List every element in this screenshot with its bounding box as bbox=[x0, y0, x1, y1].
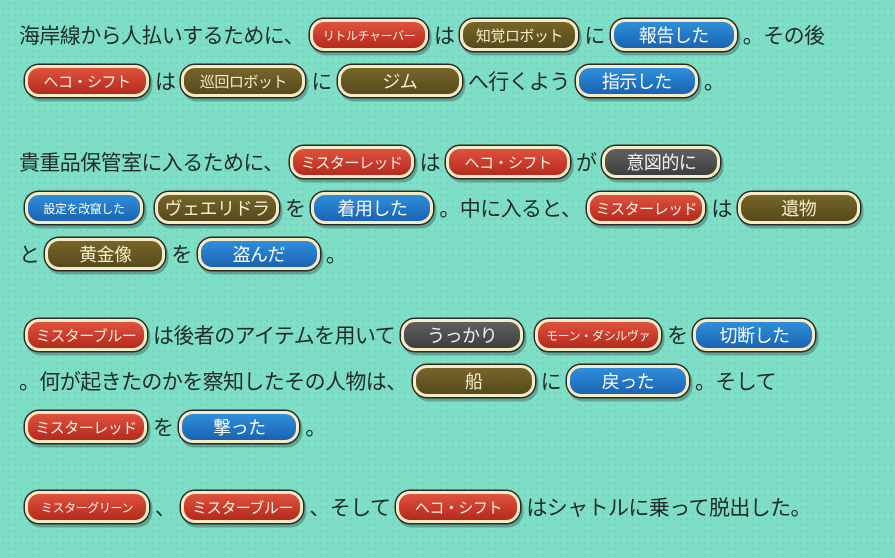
object-chip[interactable]: 黄金像 bbox=[45, 238, 166, 270]
story-line: ミスターグリーン 、 ミスターブルー 、そして ヘコ・シフト はシャトルに乗って… bbox=[19, 487, 812, 527]
manner-chip[interactable]: 意図的に bbox=[602, 146, 721, 178]
object-chip[interactable]: ヴェエリドラ bbox=[155, 192, 279, 224]
action-chip[interactable]: 指示した bbox=[575, 65, 698, 97]
character-chip[interactable]: ミスターレッド bbox=[289, 146, 414, 178]
character-chip[interactable]: ミスターグリーン bbox=[25, 491, 149, 523]
story-text: は bbox=[711, 197, 732, 221]
action-chip[interactable]: 報告した bbox=[610, 19, 737, 51]
story-line: 貴重品保管室に入るために、 ミスターレッド は ヘコ・シフト が 意図的に bbox=[19, 142, 726, 182]
story-text: 貴重品保管室に入るために、 bbox=[19, 151, 284, 175]
action-chip[interactable]: 盗んだ bbox=[197, 238, 320, 270]
character-chip[interactable]: モーン・ダシルヴァ bbox=[535, 319, 662, 351]
story-text: を bbox=[667, 324, 688, 348]
object-chip[interactable]: 知覚ロボット bbox=[460, 19, 579, 51]
action-chip[interactable]: 着用した bbox=[311, 192, 434, 224]
story-text: は bbox=[419, 151, 441, 175]
story-text: と bbox=[19, 243, 40, 267]
story-line: 。何が起きたのかを察知したその人物は、 船 に 戻った 。そして bbox=[19, 361, 777, 401]
action-chip[interactable]: 設定を改竄した bbox=[25, 192, 143, 224]
story-line: ミスターブルー は後者のアイテムを用いて うっかり モーン・ダシルヴァ を 切断… bbox=[19, 315, 821, 355]
story-text: に bbox=[311, 70, 332, 94]
story-text: が bbox=[575, 151, 597, 175]
character-chip[interactable]: リトルチャーバー bbox=[309, 19, 428, 51]
place-chip[interactable]: 船 bbox=[412, 365, 535, 397]
story-text: 。そして bbox=[695, 370, 777, 394]
story-text: へ行くよう bbox=[467, 70, 571, 94]
story-line: 海岸線から人払いするために、 リトルチャーバー は 知覚ロボット に 報告した … bbox=[19, 15, 825, 55]
story-text: 海岸線から人払いするために、 bbox=[19, 24, 305, 48]
character-chip[interactable]: ミスターレッド bbox=[25, 411, 147, 443]
character-chip[interactable]: ヘコ・シフト bbox=[445, 146, 570, 178]
story-text: はシャトルに乗って脱出した。 bbox=[526, 496, 811, 520]
story-text: を bbox=[153, 416, 174, 440]
story-text: を bbox=[285, 197, 306, 221]
story-line: と 黄金像 を 盗んだ 。 bbox=[19, 234, 347, 274]
story-text: 。何が起きたのかを察知したその人物は、 bbox=[19, 370, 407, 394]
story-text: 。中に入ると、 bbox=[439, 197, 582, 221]
story-text: 。 bbox=[703, 70, 725, 94]
story-text: に bbox=[540, 370, 562, 394]
story-text: を bbox=[171, 243, 192, 267]
character-chip[interactable]: ヘコ・シフト bbox=[396, 491, 521, 523]
story-text: は bbox=[155, 70, 176, 94]
story-line: ヘコ・シフト は 巡回ロボット に ジム へ行くよう 指示した 。 bbox=[19, 61, 725, 101]
object-chip[interactable]: 巡回ロボット bbox=[181, 65, 306, 97]
story-text: は bbox=[433, 24, 455, 48]
character-chip[interactable]: ミスターレッド bbox=[587, 192, 706, 224]
story-line: 設定を改竄した ヴェエリドラ を 着用した 。中に入ると、 ミスターレッド は … bbox=[19, 188, 866, 228]
place-chip[interactable]: ジム bbox=[337, 65, 462, 97]
action-chip[interactable]: 切断した bbox=[693, 319, 816, 351]
story-text: 、 bbox=[155, 496, 176, 520]
action-chip[interactable]: 撃った bbox=[179, 411, 300, 443]
story-text: 、そして bbox=[309, 496, 391, 520]
character-chip[interactable]: ミスターブルー bbox=[181, 491, 304, 523]
story-text: に bbox=[584, 24, 605, 48]
story-text: 。 bbox=[305, 416, 326, 440]
character-chip[interactable]: ミスターブルー bbox=[25, 319, 147, 351]
character-chip[interactable]: ヘコ・シフト bbox=[25, 65, 149, 97]
manner-chip[interactable]: うっかり bbox=[401, 319, 524, 351]
action-chip[interactable]: 戻った bbox=[567, 365, 690, 397]
story-text: 。 bbox=[325, 243, 347, 267]
story-line: ミスターレッド を 撃った 。 bbox=[19, 407, 326, 447]
object-chip[interactable]: 遺物 bbox=[737, 192, 860, 224]
story-text: は後者のアイテムを用いて bbox=[153, 324, 396, 348]
story-text: 。その後 bbox=[742, 24, 825, 48]
